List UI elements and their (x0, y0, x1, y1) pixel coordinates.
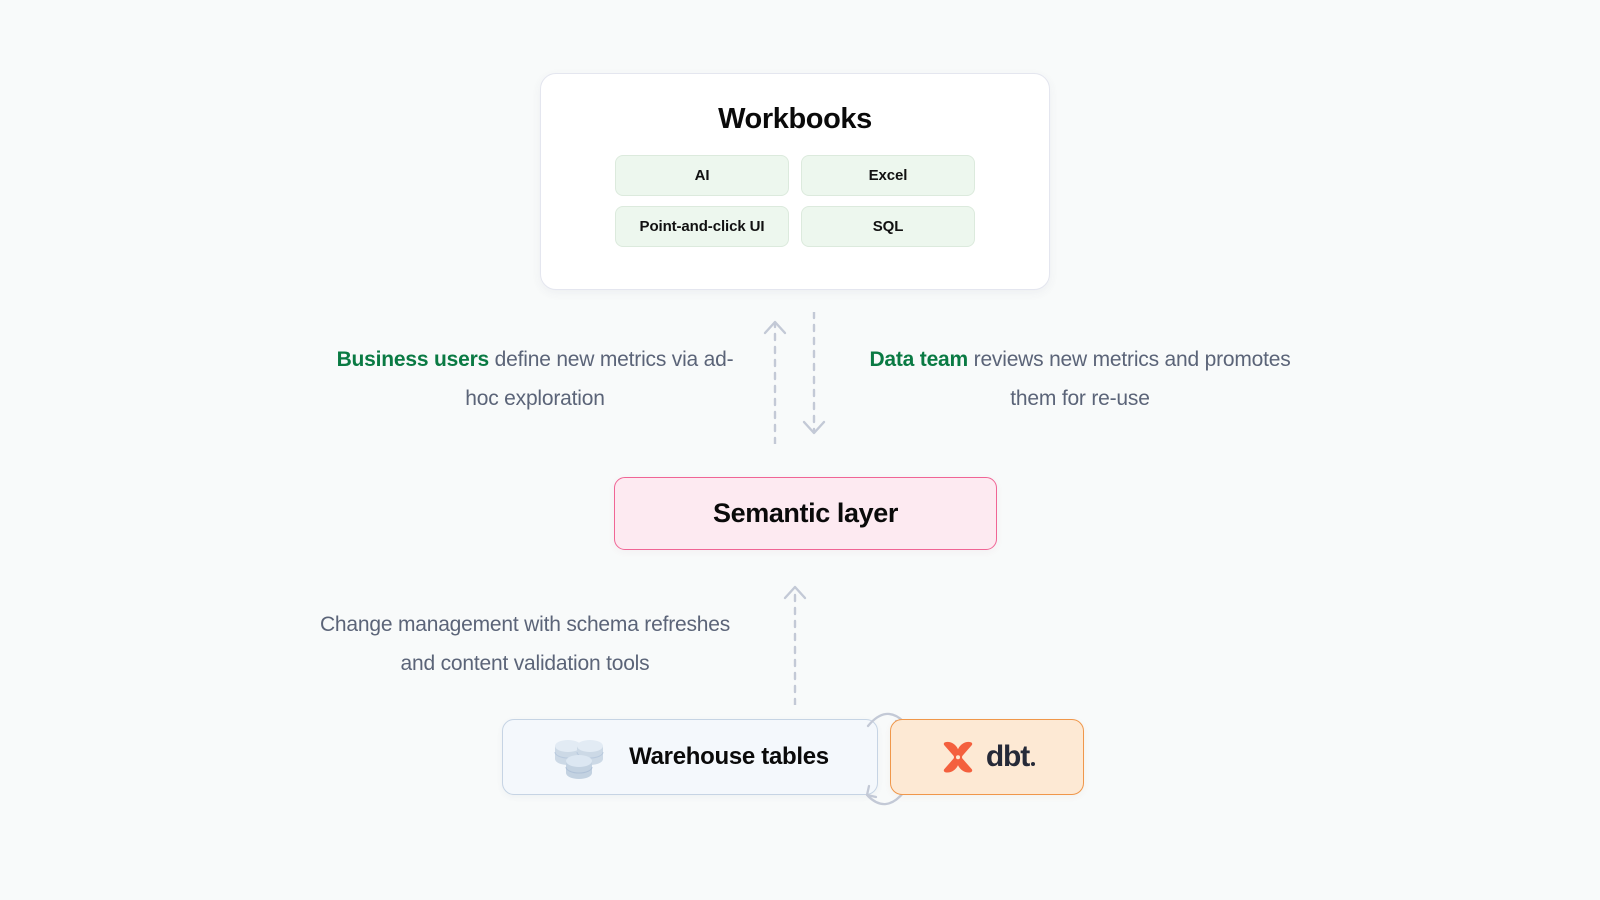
annotation-business-users: Business users define new metrics via ad… (320, 340, 750, 418)
dbt-trademark-dot (1031, 762, 1036, 766)
dbt-logo-icon (939, 737, 979, 777)
database-stack-icon (551, 734, 607, 780)
semantic-layer-box[interactable]: Semantic layer (614, 477, 997, 550)
workbooks-pill-grid: AI Excel Point-and-click UI SQL (541, 155, 1049, 247)
dashed-arrow-down-to-semantic-layer (802, 312, 826, 435)
dbt-wordmark-text: dbt (985, 740, 1030, 773)
dbt-wordmark: dbt (985, 740, 1036, 774)
annotation-business-users-emphasis: Business users (336, 348, 490, 371)
annotation-data-team-emphasis: Data team (869, 348, 969, 371)
workbooks-card: Workbooks AI Excel Point-and-click UI SQ… (540, 73, 1050, 290)
workbook-pill-sql[interactable]: SQL (801, 206, 975, 247)
dashed-arrow-up-to-workbooks (763, 320, 787, 444)
bidirectional-arrows-group (763, 312, 826, 444)
warehouse-tables-label: Warehouse tables (629, 743, 829, 770)
workbooks-title: Workbooks (718, 103, 872, 135)
warehouse-tables-box[interactable]: Warehouse tables (502, 719, 878, 795)
annotation-data-team-rest: reviews new metrics and promotes them fo… (968, 348, 1291, 410)
workbook-pill-point-and-click-ui[interactable]: Point-and-click UI (615, 206, 789, 247)
dashed-arrow-up-to-semantic-layer (783, 585, 807, 705)
annotation-change-management: Change management with schema refreshes … (319, 613, 731, 675)
semantic-layer-label: Semantic layer (712, 498, 898, 528)
annotation-business-users-rest: define new metrics via ad-hoc exploratio… (465, 348, 734, 410)
annotation-data-team: Data team reviews new metrics and promot… (860, 340, 1300, 418)
workbook-pill-excel[interactable]: Excel (801, 155, 975, 196)
dbt-box[interactable]: dbt (890, 719, 1084, 795)
workbook-pill-ai[interactable]: AI (615, 155, 789, 196)
